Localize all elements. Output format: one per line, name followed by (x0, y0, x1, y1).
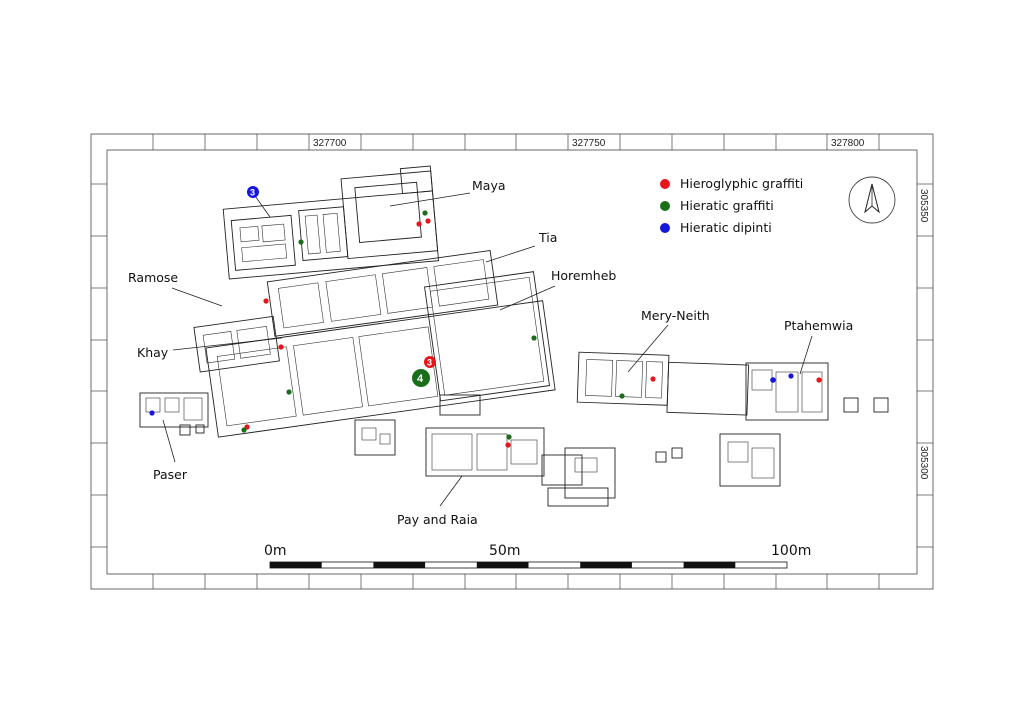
marker-hieroglyphic (416, 221, 422, 227)
label-pay-and-raia: Pay and Raia (397, 512, 478, 527)
marker-hieroglyphic (816, 377, 822, 383)
map-frame: 327700 327750 327800 305350 305300 (90, 133, 934, 590)
tomb-plan-small-south (354, 394, 481, 456)
north-arrow-icon (848, 176, 896, 224)
marker-hieratic-graffiti (619, 393, 625, 399)
marker-hieratic-dipinti (770, 377, 776, 383)
label-paser: Paser (153, 467, 188, 482)
scale-label-0m: 0m (264, 543, 287, 559)
numbered-marker-blue: 3 (247, 186, 259, 198)
legend: Hieroglyphic graffiti Hieratic graffiti … (660, 176, 803, 235)
marker-hieratic-graffiti (298, 239, 304, 245)
svg-text:Hieratic dipinti: Hieratic dipinti (680, 220, 772, 235)
marker-hieratic-graffiti (241, 427, 247, 433)
marker-hieroglyphic (425, 218, 431, 224)
svg-text:Hieratic graffiti: Hieratic graffiti (680, 198, 774, 213)
marker-hieratic-graffiti (286, 389, 292, 395)
marker-hieroglyphic (505, 442, 511, 448)
grid-label-305300: 305300 (918, 446, 929, 480)
scale-label-50m: 50m (489, 543, 520, 559)
grid-label-327800: 327800 (831, 138, 865, 149)
graffiti-markers (149, 210, 822, 448)
label-ptahemwia: Ptahemwia (784, 318, 853, 333)
marker-hieroglyphic (650, 376, 656, 382)
label-maya: Maya (472, 178, 506, 193)
svg-text:Hieroglyphic graffiti: Hieroglyphic graffiti (680, 176, 803, 191)
grid-label-327700: 327700 (313, 138, 347, 149)
marker-hieratic-graffiti (422, 210, 428, 216)
grid-label-327750: 327750 (572, 138, 606, 149)
legend-item-hieratic-graffiti: Hieratic graffiti (660, 198, 774, 213)
marker-hieratic-dipinti (149, 410, 155, 416)
tomb-plan-pay-and-raia (425, 427, 545, 477)
tomb-plan-small-east (719, 433, 781, 487)
scale-bar: 0m 50m 100m (264, 543, 811, 569)
label-leader-lines (162, 192, 813, 507)
tomb-plan-ptahemwia (745, 362, 889, 421)
grid-label-305350: 305350 (918, 189, 929, 223)
tomb-plan-central (193, 250, 556, 438)
label-horemheb: Horemheb (551, 268, 616, 283)
numbered-markers: 3 3 4 (247, 186, 436, 387)
numbered-marker-red: 3 (424, 356, 436, 368)
svg-text:4: 4 (417, 373, 424, 385)
marker-hieratic-dipinti (788, 373, 794, 379)
marker-hieroglyphic (263, 298, 269, 304)
label-tia: Tia (538, 230, 557, 245)
marker-hieratic-graffiti (531, 335, 537, 341)
tomb-plan-paser (139, 392, 209, 436)
tomb-plan-small-southeast (541, 447, 683, 507)
marker-hieroglyphic (278, 344, 284, 350)
svg-text:3: 3 (427, 358, 432, 368)
tomb-plans (139, 165, 889, 507)
legend-item-hieratic-dipinti: Hieratic dipinti (660, 220, 772, 235)
label-khay: Khay (137, 345, 169, 360)
label-ramose: Ramose (128, 270, 178, 285)
tomb-plan-mery-neith (576, 351, 750, 416)
tomb-plan-maya (222, 165, 440, 280)
scale-label-100m: 100m (771, 543, 811, 559)
label-mery-neith: Mery-Neith (641, 308, 710, 323)
marker-hieratic-graffiti (506, 434, 512, 440)
svg-text:3: 3 (250, 188, 255, 198)
numbered-marker-green: 4 (412, 369, 430, 387)
tomb-labels: Maya Tia Ramose Horemheb Khay Mery-Neith… (128, 178, 853, 527)
legend-item-hieroglyphic: Hieroglyphic graffiti (660, 176, 803, 191)
